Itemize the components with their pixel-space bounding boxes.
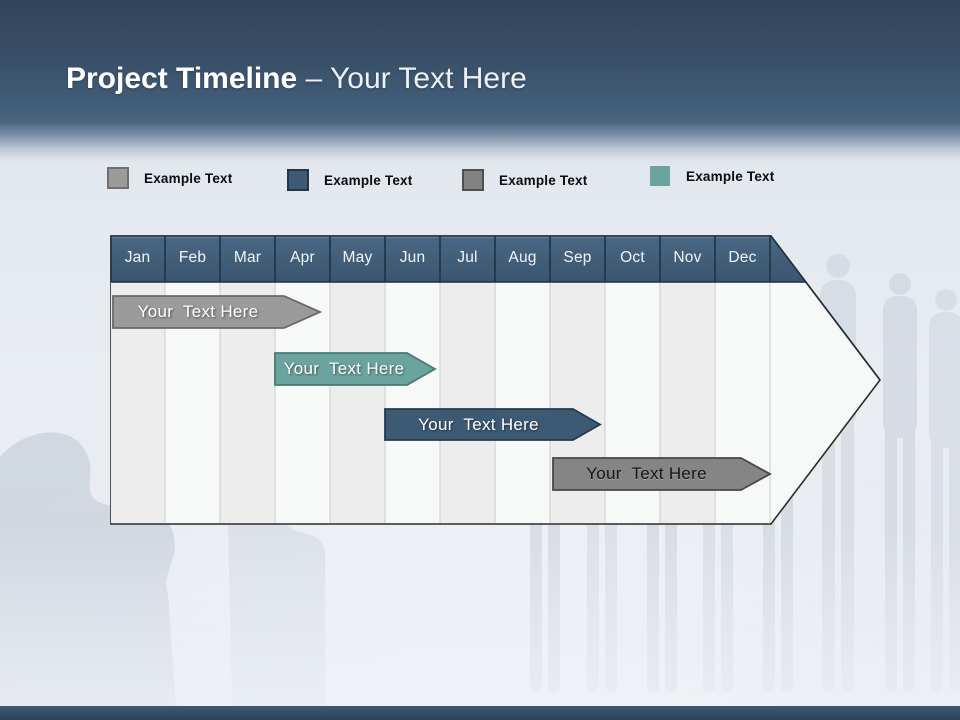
month-mar: Mar bbox=[233, 249, 262, 266]
legend-item-2: Example Text bbox=[287, 169, 412, 191]
gantt-bar-3-shape bbox=[384, 408, 602, 441]
gantt-bar-1-label: Your Text Here bbox=[137, 302, 259, 321]
gantt-bar-1: Your Text Here bbox=[112, 295, 322, 329]
month-jan: Jan bbox=[124, 249, 151, 266]
slide-title-bold: Project Timeline bbox=[66, 62, 306, 95]
month-oct: Oct bbox=[620, 249, 645, 266]
month-dec: Dec bbox=[728, 249, 757, 266]
month-header-band bbox=[111, 236, 806, 282]
timeline-gantt: Jan Feb Mar Apr May Jun Jul Aug Sep Oct … bbox=[110, 235, 882, 525]
legend-swatch-blue bbox=[287, 169, 309, 191]
month-jul: Jul bbox=[457, 249, 478, 266]
month-aug: Aug bbox=[508, 249, 537, 266]
legend-label-4: Example Text bbox=[686, 168, 775, 184]
header-gradient-background bbox=[0, 0, 960, 165]
gantt-bar-3: Your Text Here bbox=[384, 408, 602, 441]
slide-title-subtitle: – Your Text Here bbox=[305, 62, 527, 95]
gantt-bar-2: Your Text Here bbox=[274, 352, 437, 386]
legend-item-4: Example Text bbox=[649, 165, 774, 187]
gantt-bar-2-label: Your Text Here bbox=[283, 359, 405, 378]
header-cell-dividers bbox=[164, 236, 771, 282]
legend-swatch-gray-dark bbox=[462, 169, 484, 191]
gantt-bar-1-shape bbox=[112, 295, 322, 329]
gantt-bar-4: Your Text Here bbox=[552, 457, 772, 491]
legend-swatch-gray-light bbox=[107, 167, 129, 189]
gantt-bar-2-shape bbox=[274, 352, 437, 386]
gantt-bar-3-label: Your Text Here bbox=[418, 414, 539, 434]
reflection-fade-overlay bbox=[0, 523, 960, 707]
legend-label-2: Example Text bbox=[324, 172, 413, 188]
gantt-bar-4-shape bbox=[552, 457, 772, 491]
month-feb: Feb bbox=[178, 249, 207, 266]
month-may: May bbox=[342, 249, 373, 266]
legend-item-1: Example Text bbox=[107, 167, 232, 189]
month-jun: Jun bbox=[399, 249, 426, 266]
legend-swatch-teal bbox=[650, 166, 670, 186]
month-apr: Apr bbox=[290, 249, 315, 266]
bottom-accent-bar bbox=[0, 706, 960, 720]
legend-label-3: Example Text bbox=[499, 172, 588, 188]
month-sep: Sep bbox=[563, 249, 592, 266]
legend-label-1: Example Text bbox=[144, 170, 233, 186]
legend-item-3: Example Text bbox=[462, 169, 587, 191]
slide-title: Project Timeline – Your Text Here bbox=[66, 60, 906, 98]
month-nov: Nov bbox=[673, 249, 702, 266]
gantt-bar-4-label: Your Text Here bbox=[586, 464, 707, 483]
